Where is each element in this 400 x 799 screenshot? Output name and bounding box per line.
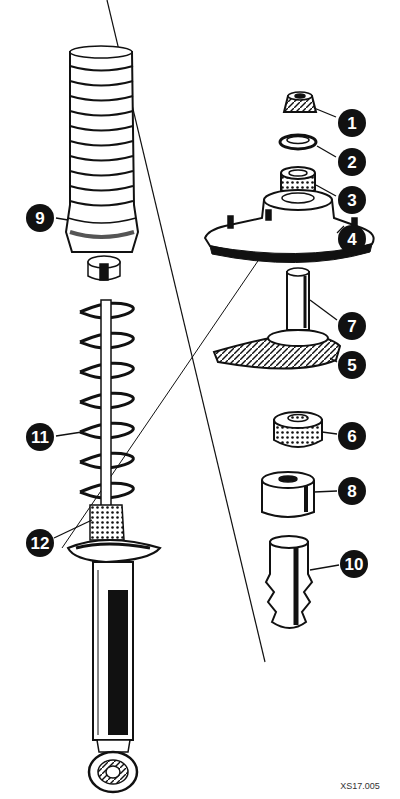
washer (280, 135, 316, 149)
boot-rib (70, 156, 133, 161)
explode-line (62, 255, 262, 548)
leader-line (54, 108, 344, 570)
figure-code: XS17.005 (339, 781, 381, 791)
callout-number: 3 (338, 186, 366, 214)
callout-number: 12 (26, 529, 54, 557)
callout-number: 8 (338, 477, 366, 505)
callout-number: 10 (340, 550, 368, 578)
boot-rib (70, 66, 133, 71)
boot-rib (70, 96, 133, 101)
boot-rib (70, 141, 133, 146)
boot-rib (70, 126, 133, 131)
bump-seat (274, 412, 322, 447)
boot-rib (70, 171, 133, 176)
callout-number: 6 (338, 422, 366, 450)
nut (284, 92, 316, 112)
bump-stop (266, 536, 312, 628)
callout-number: 1 (338, 109, 366, 137)
boot-rib (70, 111, 133, 116)
callout-number: 2 (338, 148, 366, 176)
bump-washer (88, 256, 120, 280)
dust-boot (66, 46, 138, 252)
callout-number: 4 (338, 225, 366, 253)
boot-rib (70, 186, 133, 191)
callout-number: 7 (338, 312, 366, 340)
sleeve (287, 268, 309, 330)
shock-absorber (68, 300, 160, 792)
callout-number: 9 (26, 204, 54, 232)
callout-number: 5 (338, 351, 366, 379)
dust-cup (262, 472, 314, 517)
boot-rib (70, 81, 133, 86)
boot-rib (70, 201, 133, 206)
mount-rubber (214, 330, 340, 369)
callout-number: 11 (26, 423, 54, 451)
